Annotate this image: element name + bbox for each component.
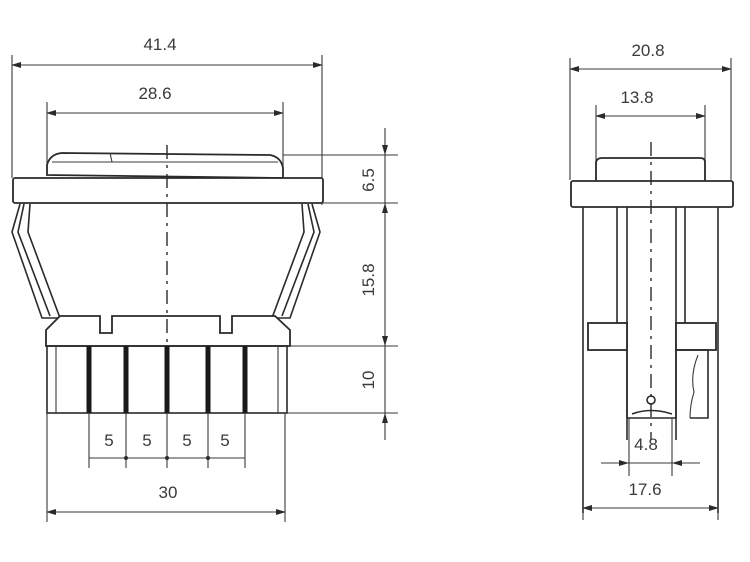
snap-clip-right bbox=[270, 203, 321, 319]
side-flange bbox=[570, 180, 734, 208]
side-lower-block-right bbox=[675, 322, 717, 351]
front-view: 41.4 28.6 6.5 15.8 10 5 5 5 5 30 bbox=[11, 35, 398, 522]
snap-clip-left bbox=[11, 203, 62, 319]
side-lower-block-left bbox=[587, 322, 628, 351]
rocker-actuator bbox=[46, 152, 284, 179]
side-terminal bbox=[626, 350, 677, 419]
side-view: 20.8 13.8 4.8 17.6 bbox=[569, 41, 734, 520]
dim-side-actuator-width-label: 13.8 bbox=[620, 88, 653, 107]
dim-side-base-width-label: 17.6 bbox=[628, 480, 661, 499]
dim-actuator-width-label: 28.6 bbox=[138, 84, 171, 103]
flange bbox=[12, 177, 324, 204]
terminal-pins bbox=[86, 346, 248, 413]
terminal-hole bbox=[646, 395, 656, 405]
dim-side-overall-width-label: 20.8 bbox=[631, 41, 664, 60]
dim-pin-pitch-3-label: 5 bbox=[182, 431, 191, 450]
dim-overall-width-label: 41.4 bbox=[143, 35, 176, 54]
dim-flange-height-label: 6.5 bbox=[359, 168, 378, 192]
dim-base-width-label: 30 bbox=[159, 483, 178, 502]
dim-terminal-height-label: 10 bbox=[359, 371, 378, 390]
dim-pin-pitch-4-label: 5 bbox=[220, 431, 229, 450]
dim-pin-pitch-2-label: 5 bbox=[142, 431, 151, 450]
dim-pin-pitch-1-label: 5 bbox=[104, 431, 113, 450]
dim-terminal-width-label: 4.8 bbox=[634, 435, 658, 454]
side-rocker-actuator bbox=[595, 157, 706, 183]
lower-housing bbox=[45, 315, 291, 347]
dim-body-height-label: 15.8 bbox=[359, 263, 378, 296]
